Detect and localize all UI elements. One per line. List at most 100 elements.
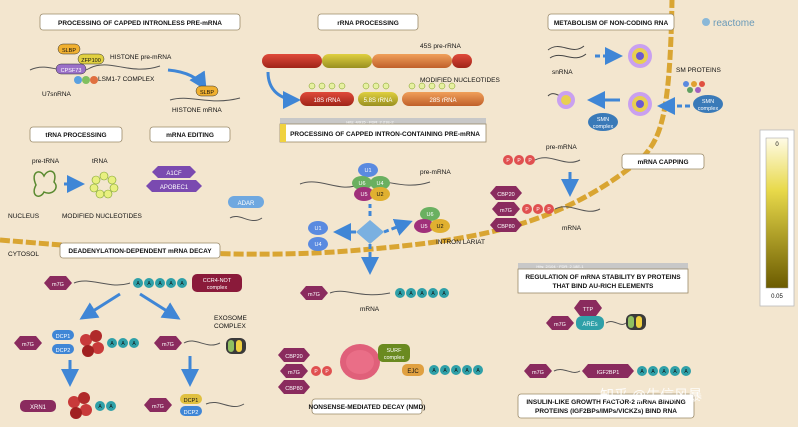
complex-label: complex xyxy=(698,106,719,112)
mature-rrnas: 18S rRNA 5.8S rRNA 28S rRNA MODIFIED NUC… xyxy=(300,77,500,106)
exosome2-label: COMPLEX xyxy=(214,323,246,330)
a-label: A xyxy=(465,368,469,374)
box-igf2bp[interactable]: INSULIN-LIKE GROWTH FACTOR-2 mRNA BINDIN… xyxy=(517,393,695,419)
mrna-label: mRNA xyxy=(562,225,582,232)
legend-min: 0.05 xyxy=(771,294,783,300)
p-label: P xyxy=(314,369,318,375)
slbp-label: SLBP xyxy=(200,90,214,96)
u2-label: U2 xyxy=(376,192,383,198)
u1-label: U1 xyxy=(364,168,371,174)
box-capped-intronless[interactable]: PROCESSING OF CAPPED INTRONLESS PRE-mRNA xyxy=(39,13,241,31)
box-trna[interactable]: tRNA PROCESSING xyxy=(29,126,123,143)
m7g-label: m7G xyxy=(308,292,320,298)
a-label: A xyxy=(454,368,458,374)
pre-trna-label: pre-tRNA xyxy=(32,158,60,165)
box-mrna-editing[interactable]: mRNA EDITING xyxy=(149,126,231,143)
xrn1-label: XRN1 xyxy=(30,405,47,411)
region-cytosol: CYTOSOL xyxy=(8,251,39,258)
box-mrna-capping[interactable]: mRNA CAPPING xyxy=(621,153,705,170)
m7g-label: m7G xyxy=(52,282,64,288)
stats-capped-intron: Hits: 4/915 · FDR: 2.21E-2 xyxy=(346,120,394,125)
p-label: P xyxy=(528,158,532,164)
a-label: A xyxy=(136,281,140,287)
smn-label: SMN xyxy=(597,117,609,123)
a-label: A xyxy=(169,281,173,287)
a-label: A xyxy=(109,404,113,410)
cbp20-label: CBP20 xyxy=(285,354,302,360)
a-label: A xyxy=(121,341,125,347)
box-capped-intron[interactable]: Hits: 4/915 · FDR: 2.21E-2 PROCESSING OF… xyxy=(279,118,487,143)
intron-lariat-label: INTRON LARIAT xyxy=(436,239,485,246)
igf-line1-label: INSULIN-LIKE GROWTH FACTOR-2 mRNA BINDIN… xyxy=(526,399,685,406)
box-noncoding[interactable]: METABOLISM OF NON-CODING RNA xyxy=(547,13,675,31)
m7g-label: m7G xyxy=(500,208,512,214)
trna-mod-label: MODIFIED NUCLEOTIDES xyxy=(62,213,142,220)
spliceosome: pre-mRNA U1 U6 U4 U5 U2 U1 U4 U6 U5 U2 I… xyxy=(299,163,485,275)
pre-mrna-label: pre-mRNA xyxy=(420,169,451,176)
box-nmd[interactable]: NONSENSE-MEDIATED DECAY (NMD) xyxy=(309,398,426,415)
p-label: P xyxy=(517,158,521,164)
m7g-label: m7G xyxy=(152,404,164,410)
a-label: A xyxy=(420,291,424,297)
a-label: A xyxy=(158,281,162,287)
cbp20-label: CBP20 xyxy=(497,192,514,198)
box-rrna-processing[interactable]: rRNA PROCESSING xyxy=(317,13,419,31)
u2-label: U2 xyxy=(436,224,443,230)
igf-line2-label: PROTEINS (IGF2BPs/IMPs/VICKZs) BIND RNA xyxy=(535,408,677,415)
rrna-processing-label: rRNA PROCESSING xyxy=(337,20,399,27)
pre-mrna-label: pre-mRNA xyxy=(546,144,577,151)
a-label: A xyxy=(662,369,666,375)
a-label: A xyxy=(110,341,114,347)
exosome-complex-shape xyxy=(226,338,246,354)
brand-text: reactome xyxy=(713,18,755,29)
trna-label: tRNA PROCESSING xyxy=(45,132,106,139)
cbp80-label: CBP80 xyxy=(497,224,514,230)
u4-label: U4 xyxy=(376,181,383,187)
arrow-histone xyxy=(167,68,207,91)
box-mrna-stability[interactable]: Hits: 2/104 · FDR: 2.18E-1 REGULATION OF… xyxy=(517,263,689,294)
p-label: P xyxy=(325,369,329,375)
adar-label: ADAR xyxy=(238,201,255,207)
u6-label: U6 xyxy=(358,181,365,187)
zfp100-label: ZFP100 xyxy=(81,58,101,64)
a-label: A xyxy=(132,341,136,347)
watermark-text: 知乎 @生信风暴 xyxy=(600,387,702,403)
trna-label: tRNA xyxy=(92,158,108,165)
u6-label: U6 xyxy=(426,212,433,218)
mrna-capping-label: mRNA CAPPING xyxy=(637,159,688,166)
a-label: A xyxy=(443,368,447,374)
mrna-label: mRNA xyxy=(360,306,380,313)
exosome-red-cluster-2 xyxy=(68,392,92,419)
snrnp-cluster-top: U1 U6 U4 U5 U2 xyxy=(352,163,390,201)
are-binding: TTP m7G AREs xyxy=(546,300,646,330)
mrna-editing-enzymes: A1CF APOBEC1 ADAR xyxy=(146,166,264,222)
ares-label: AREs xyxy=(582,322,597,328)
dcp2-label: DCP2 xyxy=(184,410,199,416)
cpsf73-label: CPSF73 xyxy=(61,68,82,74)
a-label: A xyxy=(640,369,644,375)
complex-label: complex xyxy=(207,285,228,291)
m7g-label: m7G xyxy=(532,370,544,376)
box-deadenylation[interactable]: DEADENYLATION-DEPENDENT mRNA DECAY xyxy=(59,242,221,259)
cbp80-label: CBP80 xyxy=(285,386,302,392)
region-nucleus: NUCLEUS xyxy=(8,213,40,220)
p-label: P xyxy=(536,207,540,213)
fdr-legend[interactable]: 0 0.05 xyxy=(759,129,795,307)
stability-line2-label: THAT BIND AU-RICH ELEMENTS xyxy=(553,283,654,290)
surf-label: SURF xyxy=(387,348,403,354)
snrna-label: snRNA xyxy=(552,69,573,76)
r18s-label: 18S rRNA xyxy=(313,98,340,104)
r28s-label: 28S rRNA xyxy=(429,98,456,104)
histone-pre-label: HISTONE pre-mRNA xyxy=(110,54,172,61)
complex-label: complex xyxy=(384,355,405,361)
a-label: A xyxy=(432,368,436,374)
m7g-label: m7G xyxy=(22,342,34,348)
